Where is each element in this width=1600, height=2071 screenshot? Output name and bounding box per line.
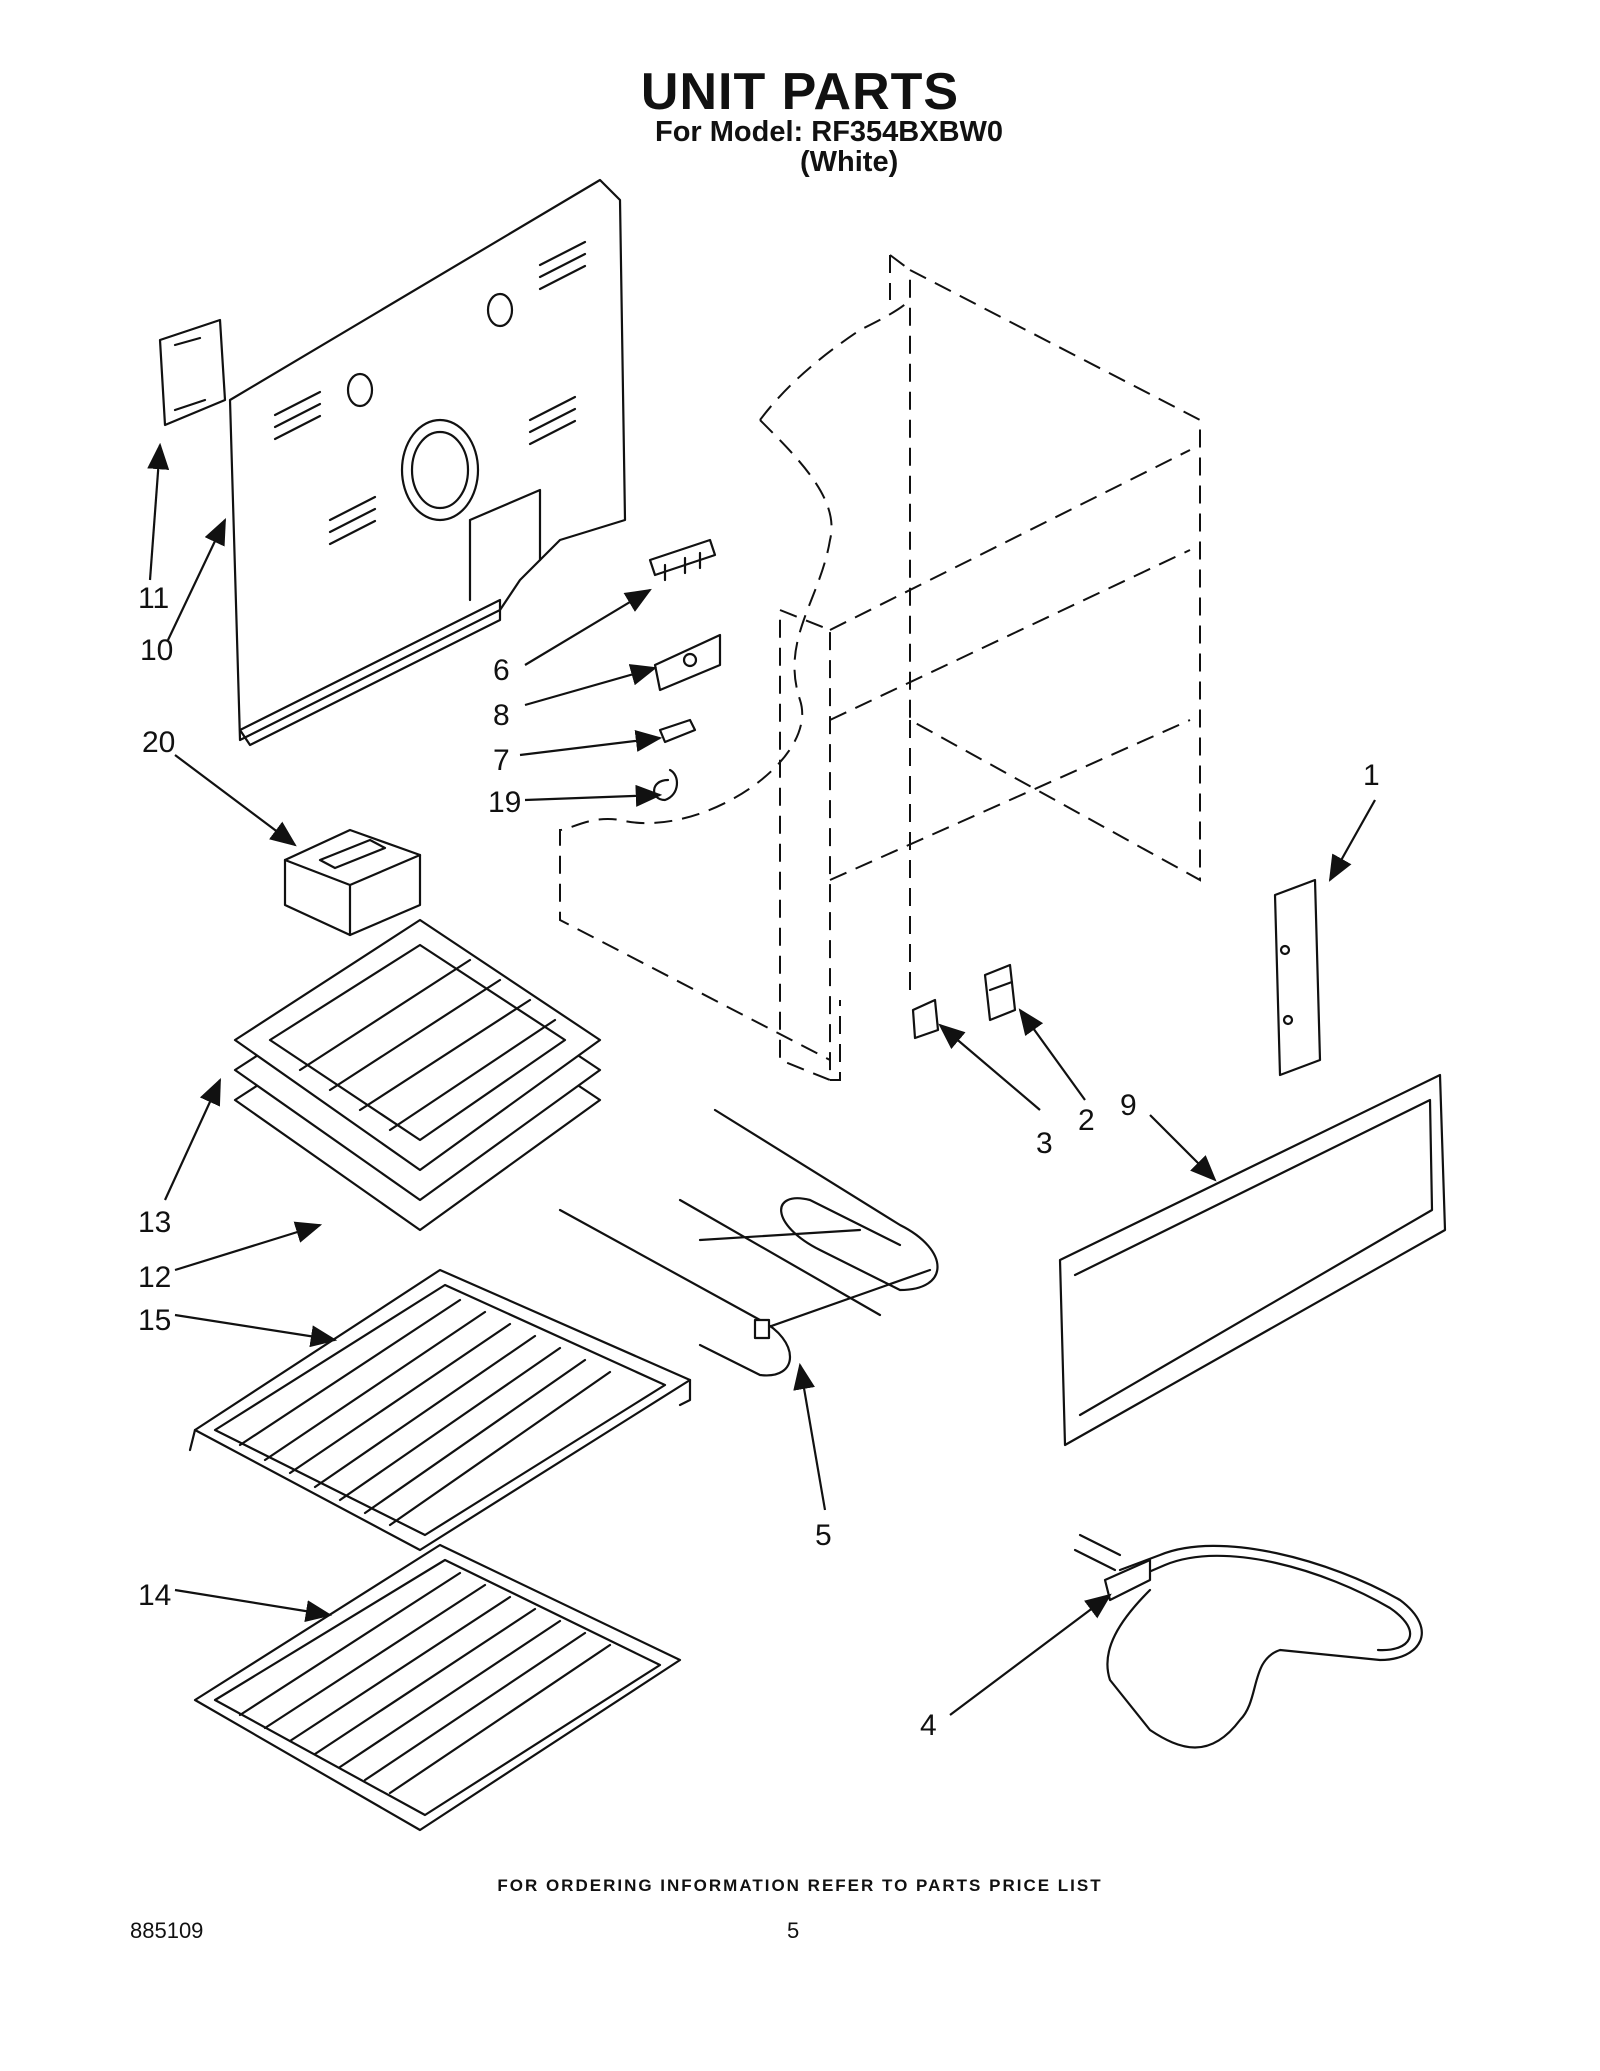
broil-element xyxy=(1073,1533,1423,1749)
control-box xyxy=(283,828,422,937)
callout-15: 15 xyxy=(138,1304,171,1337)
flat-rack xyxy=(193,1543,682,1832)
leader-lines xyxy=(147,442,1376,1716)
hinge-plate xyxy=(911,998,940,1040)
callout-10: 10 xyxy=(140,634,173,667)
bake-element xyxy=(558,1108,939,1377)
broiler-pan xyxy=(233,918,602,1232)
side-trim xyxy=(1273,878,1322,1077)
callout-4: 4 xyxy=(920,1709,937,1742)
terminal-block xyxy=(648,538,717,582)
hinge-bracket xyxy=(983,963,1017,1022)
callout-2: 2 xyxy=(1078,1104,1095,1137)
callout-12: 12 xyxy=(138,1261,171,1294)
model-line: For Model: RF354BXBW0 xyxy=(655,116,1004,148)
drawer-front xyxy=(1058,1073,1447,1447)
range-frame-outline xyxy=(559,254,1201,1082)
panel-gasket xyxy=(158,318,227,427)
callout-11: 11 xyxy=(138,582,169,615)
callout-13: 13 xyxy=(138,1206,171,1239)
oven-rack xyxy=(188,1268,692,1552)
callout-9: 9 xyxy=(1120,1089,1137,1122)
callout-7: 7 xyxy=(493,744,510,777)
callout-6: 6 xyxy=(493,654,510,687)
callout-labels: 1 2 3 4 5 6 7 8 9 10 11 12 13 14 15 19 2… xyxy=(138,582,1380,1742)
page-number: 5 xyxy=(787,1918,800,1943)
callout-5: 5 xyxy=(815,1519,832,1552)
wire-clip xyxy=(653,768,678,802)
callout-14: 14 xyxy=(138,1579,171,1612)
page-title: UNIT PARTS xyxy=(640,63,960,121)
callout-3: 3 xyxy=(1036,1127,1053,1160)
ordering-note: FOR ORDERING INFORMATION REFER TO PARTS … xyxy=(497,1876,1103,1895)
clip-bracket xyxy=(658,718,697,744)
callout-1: 1 xyxy=(1363,759,1380,792)
document-number: 885109 xyxy=(130,1918,204,1943)
mounting-bracket xyxy=(653,633,722,692)
callout-19: 19 xyxy=(488,786,521,819)
rear-panel xyxy=(228,178,627,747)
callout-20: 20 xyxy=(142,726,175,759)
callout-8: 8 xyxy=(493,699,510,732)
color-line: (White) xyxy=(800,146,899,178)
